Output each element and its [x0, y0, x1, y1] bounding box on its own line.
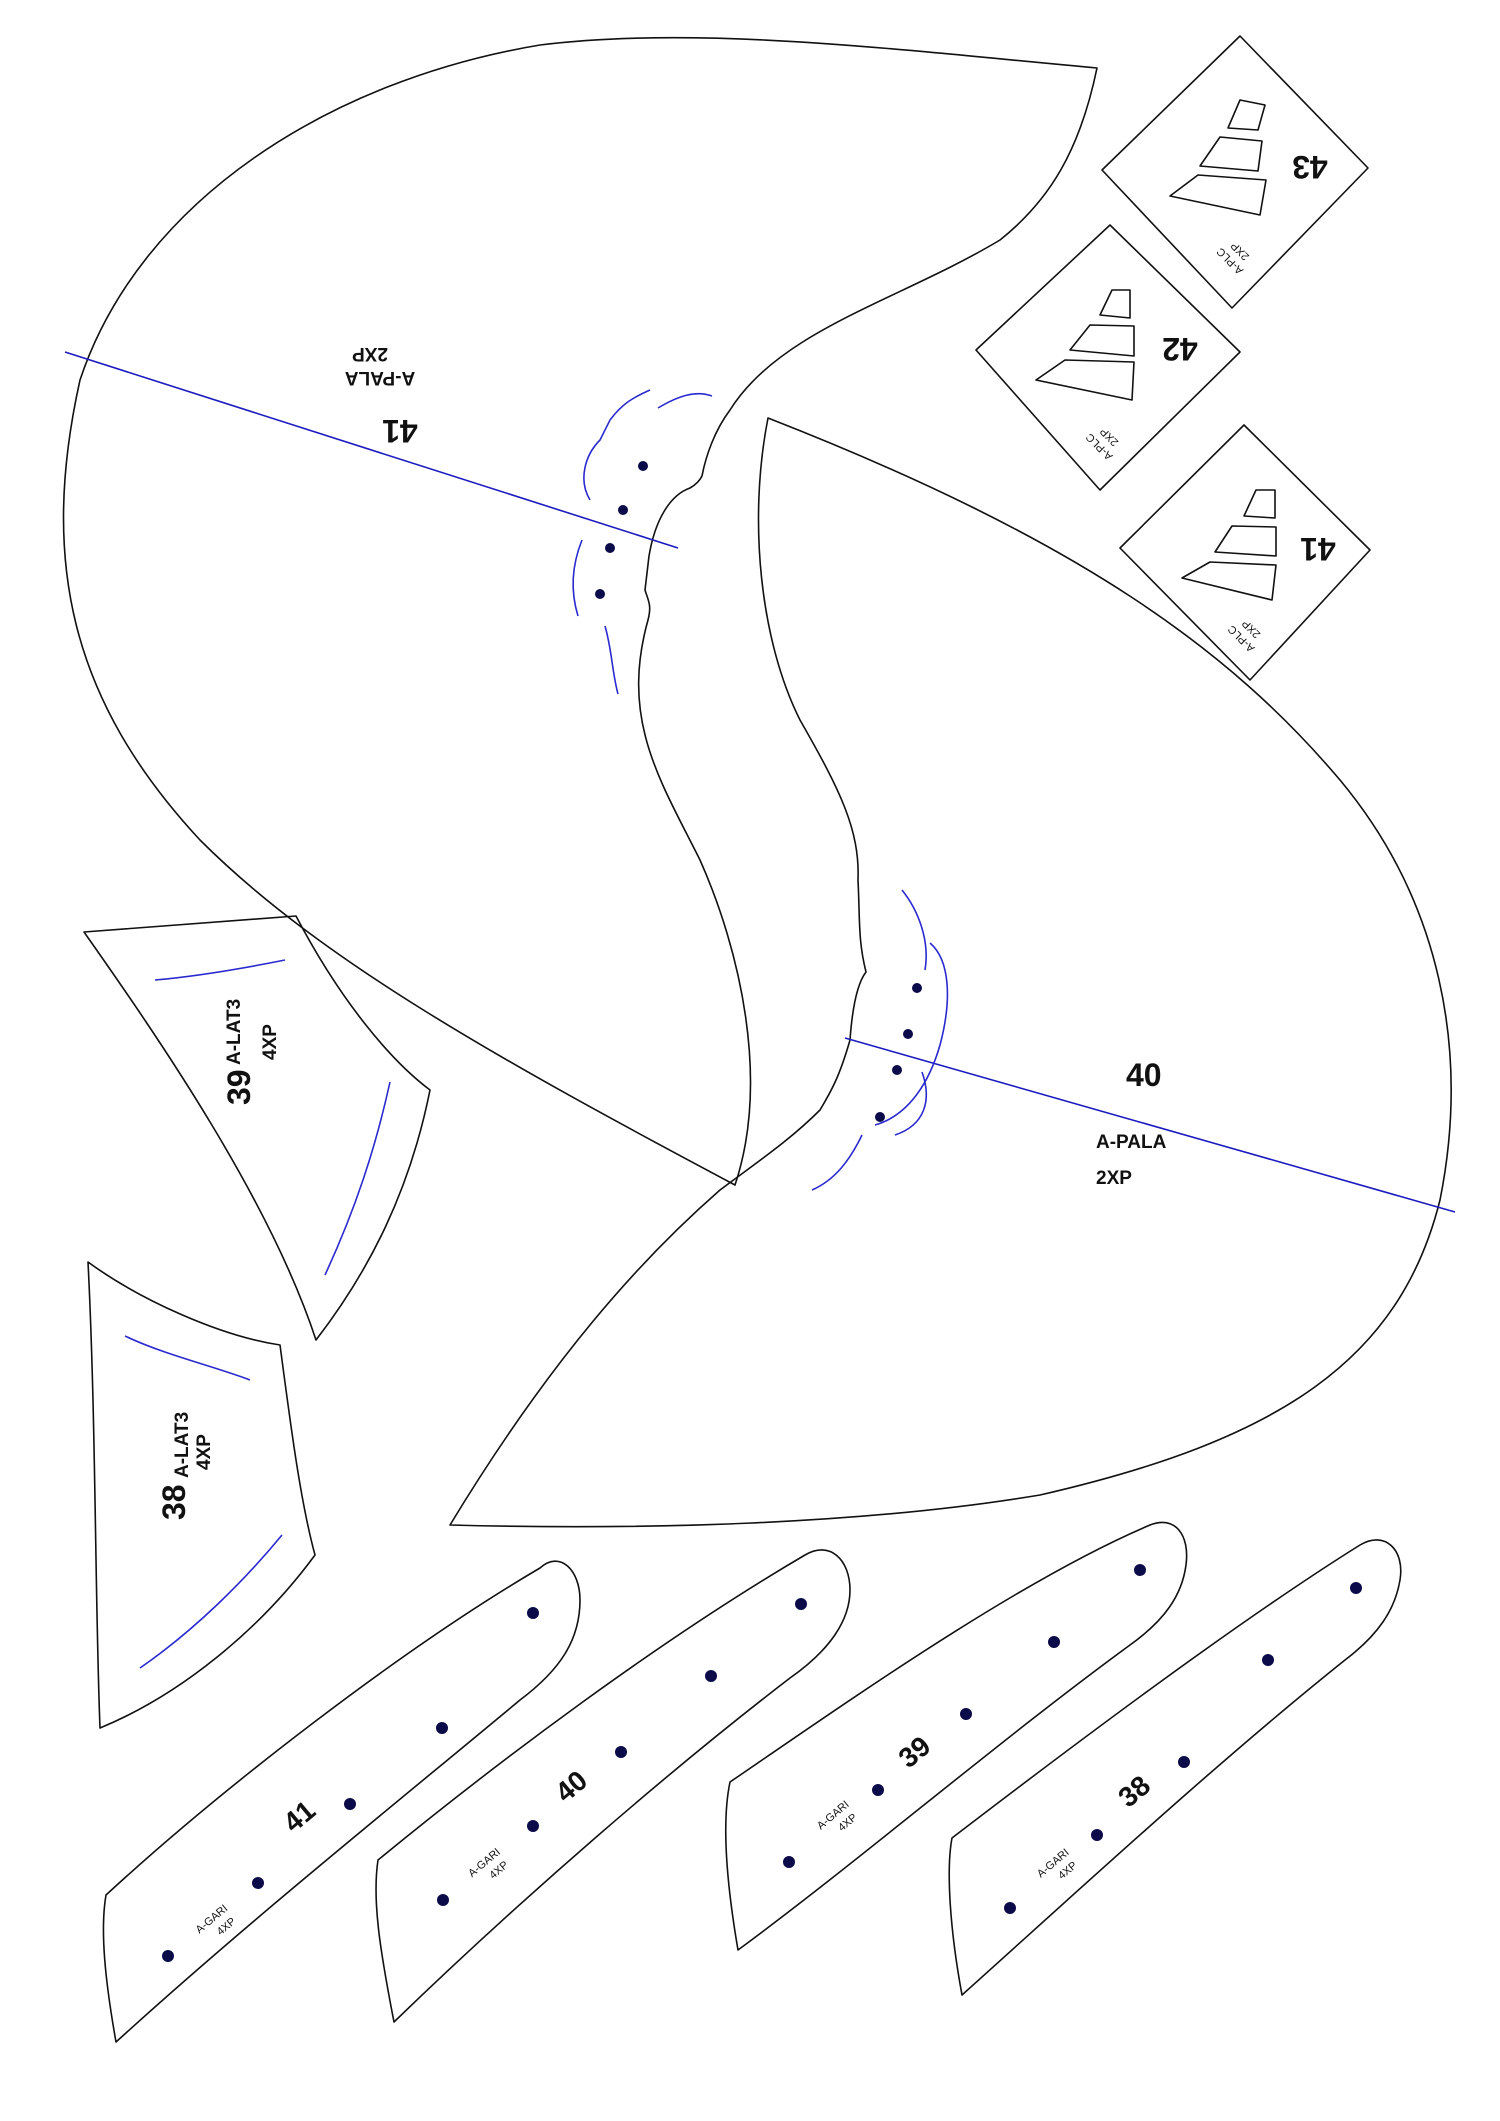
piece-lat-39-qty: 4XP [260, 1024, 281, 1060]
piece-lat-39-outline [83, 915, 431, 1341]
piece-pala-41-name: A-PALA [345, 367, 416, 388]
piece-pala-41-qty: 2XP [352, 343, 388, 364]
piece-lat-38-slot-a [124, 1335, 251, 1381]
piece-pala-41-number: 41 [382, 413, 418, 449]
piece-lat-39-slot-b [324, 1081, 391, 1276]
piece-gari-38-outline [948, 1539, 1402, 1996]
piece-pala-40-slots [811, 889, 949, 1191]
piece-gari-39-number: 39 [893, 1730, 937, 1774]
piece-plc-42-number: 42 [1162, 331, 1198, 367]
piece-lat-38-outline [87, 1261, 316, 1729]
piece-pala-41-axis [64, 351, 679, 549]
piece-lat-39-slot-a [154, 959, 286, 981]
piece-gari-38-holes [1004, 1582, 1362, 1914]
piece-pala-41-slots [572, 389, 713, 695]
piece-pala-41: 41 A-PALA 2XP [62, 36, 1098, 1186]
piece-lat-39: 39 A-LAT3 4XP [83, 915, 431, 1341]
piece-plc-43-stripes [1169, 99, 1267, 216]
piece-lat-38: 38 A-LAT3 4XP [87, 1261, 316, 1729]
piece-gari-41-outline [102, 1560, 581, 2043]
piece-plc-42-outline [975, 224, 1241, 491]
piece-pala-40-number: 40 [1126, 1057, 1162, 1093]
piece-lat-38-qty: 4XP [194, 1434, 215, 1470]
piece-gari-41-holes [162, 1607, 539, 1962]
piece-pala-40-name: A-PALA [1096, 1132, 1167, 1153]
piece-plc-42: 42 A-PLC 2XP [975, 224, 1241, 491]
piece-lat-38-number: 38 [156, 1484, 192, 1520]
piece-lat-39-name: A-LAT3 [224, 999, 245, 1065]
piece-pala-40-outline [449, 417, 1452, 1528]
piece-pala-40: 40 A-PALA 2XP [449, 417, 1456, 1528]
piece-pala-41-outline [62, 36, 1098, 1186]
piece-plc-43-number: 43 [1292, 149, 1328, 185]
piece-gari-41-number: 41 [277, 1794, 321, 1838]
piece-gari-39-holes [783, 1564, 1146, 1868]
piece-gari-40: A-GARI 4XP 40 [375, 1549, 851, 2023]
piece-gari-39: A-GARI 4XP 39 [725, 1521, 1188, 1951]
piece-lat-39-number: 39 [221, 1069, 257, 1105]
piece-lat-38-name: A-LAT3 [172, 1412, 193, 1478]
piece-plc-42-stripes [1035, 289, 1135, 401]
piece-gari-40-holes [437, 1598, 807, 1906]
piece-plc-43: 43 A-PLC 2XP [1101, 35, 1369, 309]
piece-gari-41: A-GARI 4XP 41 [102, 1560, 581, 2043]
piece-pala-40-qty: 2XP [1096, 1168, 1132, 1189]
piece-plc-41: 41 A-PLC 2XP [1119, 424, 1371, 681]
piece-plc-41-number: 41 [1300, 531, 1336, 567]
piece-gari-38: A-GARI 4XP 38 [948, 1539, 1402, 1996]
piece-gari-39-outline [725, 1521, 1188, 1951]
piece-gari-38-number: 38 [1112, 1769, 1156, 1813]
piece-lat-38-slot-b [139, 1534, 283, 1669]
piece-plc-41-stripes [1181, 489, 1277, 601]
piece-plc-43-outline [1101, 35, 1369, 309]
piece-plc-41-outline [1119, 424, 1371, 681]
piece-pala-40-axis [844, 1037, 1456, 1213]
piece-gari-40-number: 40 [549, 1764, 593, 1808]
piece-gari-40-outline [375, 1549, 851, 2023]
